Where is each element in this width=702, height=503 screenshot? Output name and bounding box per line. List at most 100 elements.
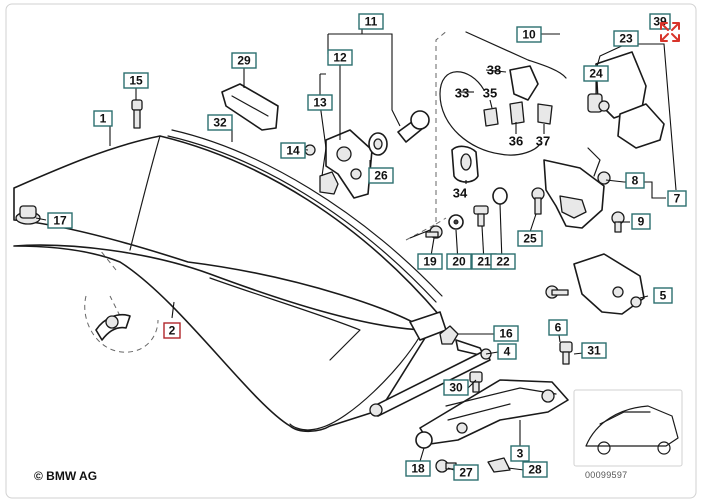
callout-6[interactable]: 6 (548, 319, 568, 336)
callout-label: 28 (528, 463, 542, 477)
bolt-drawing (131, 99, 143, 129)
callout-9[interactable]: 9 (631, 213, 651, 230)
trunk-lid-drawing (13, 135, 447, 433)
callout-12[interactable]: 12 (327, 49, 353, 66)
part-number-label: 37 (536, 134, 550, 149)
callout-16[interactable]: 16 (493, 325, 519, 342)
callout-10[interactable]: 10 (516, 26, 542, 43)
callout-20[interactable]: 20 (446, 253, 472, 270)
callout-4[interactable]: 4 (497, 343, 517, 360)
part-number-label: 34 (453, 186, 468, 201)
detail-pointer-line (99, 249, 121, 317)
callout-label: 6 (555, 321, 562, 335)
callout-11[interactable]: 11 (358, 13, 384, 30)
callout-29[interactable]: 29 (231, 52, 257, 69)
callout-label: 29 (237, 54, 251, 68)
callout-39[interactable]: 39 (649, 13, 671, 30)
callout-3[interactable]: 3 (510, 445, 530, 462)
hinge-drawing (419, 341, 573, 445)
callout-label: 32 (213, 116, 227, 130)
callout-label: 13 (313, 96, 327, 110)
callout-label: 24 (589, 67, 603, 81)
grommet-drawing (15, 205, 41, 225)
callout-21[interactable]: 21 (471, 253, 497, 270)
callout-label: 23 (619, 32, 633, 46)
callout-label: 3 (517, 447, 524, 461)
lock-bracket-drawing (543, 147, 611, 229)
copyright-text: © BMW AG (34, 469, 98, 483)
clips-drawing (483, 65, 553, 127)
callout-7[interactable]: 7 (667, 190, 687, 207)
assembly-boundary (405, 29, 449, 241)
seal-strip-drawing (167, 129, 443, 303)
hinge-bracket-drawing (545, 253, 645, 315)
car-thumbnail (573, 389, 683, 467)
label-38[interactable]: 38 (487, 63, 501, 78)
callout-19[interactable]: 19 (417, 253, 443, 270)
gas-strut-drawing (369, 325, 492, 417)
callout-label: 1 (100, 112, 107, 126)
callout-15[interactable]: 15 (123, 72, 149, 89)
callout-27[interactable]: 27 (453, 464, 479, 481)
small-parts-drawing (415, 371, 511, 473)
lamp-drawing (221, 83, 279, 131)
callout-label: 19 (423, 255, 437, 269)
callout-label: 4 (504, 345, 511, 359)
callout-label: 2 (169, 324, 176, 338)
callout-23[interactable]: 23 (613, 30, 639, 47)
callout-32[interactable]: 32 (207, 114, 233, 131)
label-33[interactable]: 33 (455, 86, 469, 101)
callout-label: 16 (499, 327, 513, 341)
callout-label: 15 (129, 74, 143, 88)
expand-icon[interactable] (658, 20, 682, 44)
image-number: 00099597 (585, 470, 628, 480)
callout-label: 18 (411, 462, 425, 476)
callout-17[interactable]: 17 (47, 212, 73, 229)
part-number-label: 35 (483, 86, 497, 101)
callout-14[interactable]: 14 (280, 142, 306, 159)
callout-label: 21 (477, 255, 491, 269)
diagram-frame (5, 3, 697, 499)
label-34[interactable]: 34 (453, 186, 468, 201)
callout-label: 8 (632, 174, 639, 188)
callout-label: 20 (452, 255, 466, 269)
callout-label: 12 (333, 51, 347, 65)
callout-label: 27 (459, 466, 473, 480)
callout-label: 26 (374, 169, 388, 183)
label-35[interactable]: 35 (483, 86, 497, 101)
callout-28[interactable]: 28 (522, 461, 548, 478)
callout-25[interactable]: 25 (517, 230, 543, 247)
callout-24[interactable]: 24 (583, 65, 609, 82)
callout-18[interactable]: 18 (405, 460, 431, 477)
label-37[interactable]: 37 (536, 134, 550, 149)
callout-1[interactable]: 1 (93, 110, 113, 127)
callout-label: 10 (522, 28, 536, 42)
callout-5[interactable]: 5 (653, 287, 673, 304)
callout-30[interactable]: 30 (443, 379, 469, 396)
release-cable-drawing (439, 31, 567, 183)
callout-label: 9 (638, 215, 645, 229)
callout-label: 14 (286, 144, 300, 158)
lock-assembly-drawing (304, 110, 430, 199)
callout-22[interactable]: 22 (490, 253, 516, 270)
callout-2[interactable]: 2 (163, 322, 181, 339)
label-36[interactable]: 36 (509, 134, 523, 149)
part-number-label: 36 (509, 134, 523, 149)
callout-label: 5 (660, 289, 667, 303)
part-number-label: 38 (487, 63, 501, 78)
callout-label: 22 (496, 255, 510, 269)
callout-label: 31 (587, 344, 601, 358)
callout-13[interactable]: 13 (307, 94, 333, 111)
callout-label: 11 (365, 15, 378, 29)
part-number-label: 33 (455, 86, 469, 101)
callout-label: 30 (449, 381, 463, 395)
callout-label: 7 (674, 192, 681, 206)
callout-31[interactable]: 31 (581, 342, 607, 359)
callout-26[interactable]: 26 (368, 167, 394, 184)
callout-label: 17 (53, 214, 67, 228)
callout-label: 25 (523, 232, 537, 246)
cable-detail-drawing (84, 295, 159, 353)
fasteners-drawing (425, 187, 625, 239)
callout-8[interactable]: 8 (625, 172, 645, 189)
